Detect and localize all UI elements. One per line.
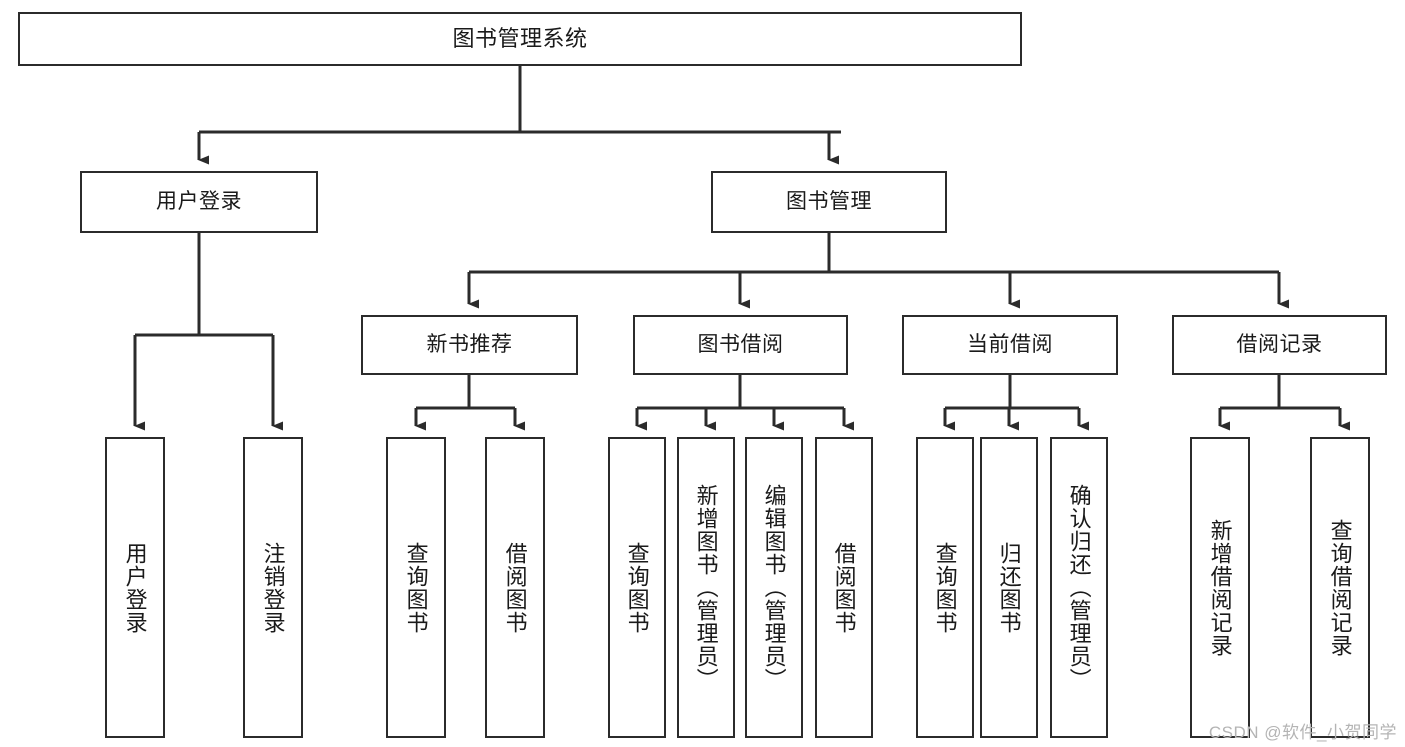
- node-leaf-user-logout[interactable]: 注销登录: [243, 437, 303, 738]
- node-book-manage-label: 图书管理: [786, 189, 872, 213]
- node-leaf-query-book-3[interactable]: 查询图书: [916, 437, 974, 738]
- node-leaf-user-login-label: 用户登录: [122, 541, 148, 634]
- node-new-book-recommend-label: 新书推荐: [426, 332, 513, 356]
- node-leaf-return-book[interactable]: 归还图书: [980, 437, 1038, 738]
- node-leaf-add-record[interactable]: 新增借阅记录: [1190, 437, 1250, 738]
- node-leaf-borrow-book-2[interactable]: 借阅图书: [815, 437, 873, 738]
- node-leaf-query-book-1-label: 查询图书: [403, 541, 429, 634]
- node-book-borrow[interactable]: 图书借阅: [633, 315, 848, 375]
- node-user-login-label: 用户登录: [156, 189, 242, 213]
- node-leaf-user-logout-label: 注销登录: [260, 541, 286, 634]
- node-leaf-borrow-book-2-label: 借阅图书: [831, 541, 857, 634]
- node-leaf-add-book[interactable]: 新增图书（管理员）: [677, 437, 735, 738]
- node-leaf-confirm-return[interactable]: 确认归还（管理员）: [1050, 437, 1108, 738]
- node-leaf-borrow-book-1-label: 借阅图书: [502, 541, 528, 634]
- node-borrow-record-label: 借阅记录: [1236, 332, 1323, 356]
- node-leaf-query-record-label: 查询借阅记录: [1327, 518, 1353, 657]
- node-leaf-query-book-1[interactable]: 查询图书: [386, 437, 446, 738]
- node-current-borrow-label: 当前借阅: [967, 332, 1053, 356]
- node-leaf-add-book-label: 新增图书（管理员）: [693, 484, 719, 691]
- node-leaf-edit-book[interactable]: 编辑图书（管理员）: [745, 437, 803, 738]
- node-book-manage[interactable]: 图书管理: [711, 171, 947, 233]
- node-root[interactable]: 图书管理系统: [18, 12, 1022, 66]
- node-leaf-query-record[interactable]: 查询借阅记录: [1310, 437, 1370, 738]
- node-leaf-return-book-label: 归还图书: [996, 541, 1022, 634]
- node-leaf-query-book-2[interactable]: 查询图书: [608, 437, 666, 738]
- node-current-borrow[interactable]: 当前借阅: [902, 315, 1118, 375]
- node-user-login[interactable]: 用户登录: [80, 171, 318, 233]
- node-leaf-query-book-3-label: 查询图书: [932, 541, 958, 634]
- node-leaf-user-login[interactable]: 用户登录: [105, 437, 165, 738]
- node-leaf-confirm-return-label: 确认归还（管理员）: [1066, 484, 1092, 691]
- node-leaf-edit-book-label: 编辑图书（管理员）: [761, 484, 787, 691]
- node-book-borrow-label: 图书借阅: [697, 332, 784, 356]
- node-leaf-borrow-book-1[interactable]: 借阅图书: [485, 437, 545, 738]
- node-leaf-add-record-label: 新增借阅记录: [1207, 518, 1233, 657]
- node-leaf-query-book-2-label: 查询图书: [624, 541, 650, 634]
- node-new-book-recommend[interactable]: 新书推荐: [361, 315, 578, 375]
- node-borrow-record[interactable]: 借阅记录: [1172, 315, 1387, 375]
- node-root-label: 图书管理系统: [452, 26, 588, 52]
